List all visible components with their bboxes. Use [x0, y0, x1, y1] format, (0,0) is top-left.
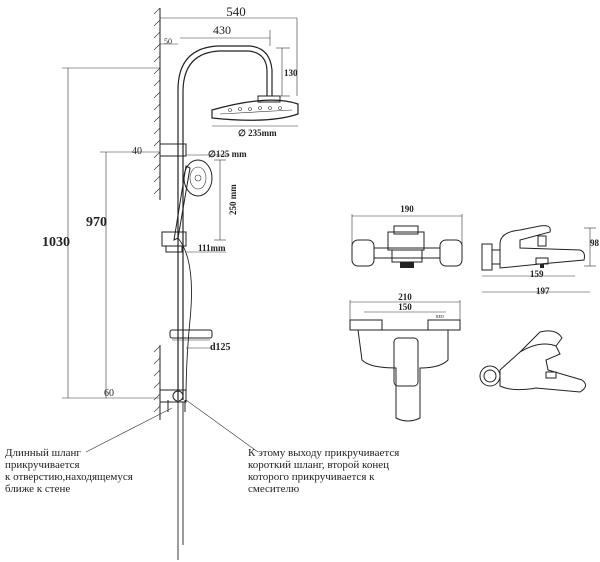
svg-text:прикручивается: прикручивается [5, 459, 80, 471]
mixer-side [481, 225, 596, 293]
dim-mixer-depth-inner: 159 [530, 269, 544, 279]
dim-total-height: 1030 [42, 235, 70, 250]
dim-mixer-width-total: 210 [398, 292, 412, 302]
svg-text:К этому выходу прикручивается: К этому выходу прикручивается [248, 447, 399, 459]
dim-mixer-width-inner: 150 [398, 302, 412, 312]
dim-mixer-depth-total: 197 [536, 286, 550, 296]
dim-head-drop: 130 [284, 68, 298, 78]
dim-arm-reach: 430 [213, 23, 231, 37]
dim-bracket-offset: 40 [132, 146, 142, 157]
dim-total-width: 540 [226, 4, 246, 19]
svg-text:короткий шланг, второй конец: короткий шланг, второй конец [248, 459, 389, 471]
dim-rail-height: 970 [86, 215, 107, 230]
mixer-front-bottom [349, 300, 461, 422]
dim-wall-offset-top: 50 [164, 37, 172, 46]
svg-text:которого прикручивается к: которого прикручивается к [248, 471, 375, 483]
dim-soap-dish: d125 [210, 342, 231, 353]
svg-text:ближе к стене: ближе к стене [5, 483, 70, 495]
svg-text:Длинный шланг: Длинный шланг [5, 447, 81, 459]
dim-bottom-offset: 60 [104, 388, 114, 399]
note-short-hose: К этому выходу прикручивается короткий ш… [248, 447, 399, 495]
svg-text:смесителю: смесителю [248, 483, 299, 495]
shower-column [153, 7, 299, 560]
dim-mixer-width-top: 190 [400, 204, 414, 214]
dim-mixer-height: 98 [590, 238, 600, 248]
dim-slider-offset: 111mm [198, 243, 226, 253]
mixer-isometric [479, 330, 586, 393]
dim-hand-length: 250 mm [228, 184, 238, 215]
dim-hand-diameter: ∅125 mm [208, 149, 247, 159]
svg-text:к отверстию,находящемуся: к отверстию,находящемуся [5, 471, 133, 483]
mixer-front-top [351, 214, 463, 268]
shower-dimensions [62, 17, 298, 399]
mixer-red-mark: RED [436, 314, 444, 319]
note-long-hose: Длинный шланг прикручивается к отверстию… [5, 447, 133, 495]
dim-head-diameter: ∅ 235mm [238, 128, 277, 138]
